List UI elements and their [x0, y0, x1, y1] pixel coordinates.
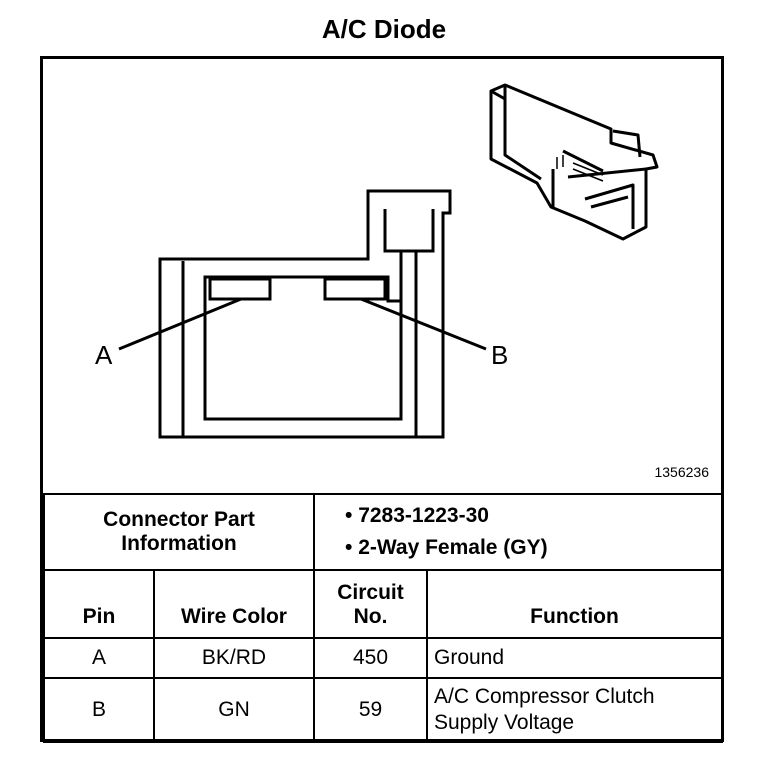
pin-label-a: A: [95, 340, 113, 370]
page-title: A/C Diode: [321, 14, 447, 44]
cell-circuit: 59: [313, 677, 428, 743]
connector-frame: A B 1356236 Connector Part: [40, 56, 724, 743]
cell-function: A/C Compressor Clutch Supply Voltage: [425, 677, 724, 743]
cell-circuit: 450: [313, 637, 428, 679]
cell-wire-color: BK/RD: [153, 637, 315, 679]
connector-info-list: • 7283-1223-30 • 2-Way Female (GY): [312, 493, 724, 571]
connector-table: Connector Part Information • 7283-1223-3…: [43, 493, 724, 743]
table-row: A BK/RD 450 Ground: [43, 637, 724, 679]
cell-pin: B: [43, 677, 155, 743]
connector-diagram: A B: [95, 83, 659, 439]
leader-b: [360, 297, 487, 351]
terminal-b: [323, 277, 387, 301]
connector-info-item: • 7283-1223-30: [345, 504, 489, 527]
figure-id: 1356236: [654, 464, 709, 480]
connector-3d-illustration: [489, 83, 659, 241]
table-row: B GN 59 A/C Compressor Clutch Supply Vol…: [43, 677, 724, 743]
pin-label-b: B: [491, 340, 508, 370]
table-header-row: Pin Wire Color Circuit No. Function: [43, 569, 724, 639]
cell-function: Ground: [425, 637, 724, 679]
terminal-a: [208, 277, 272, 301]
leader-a: [118, 297, 242, 351]
connector-info-item: • 2-Way Female (GY): [345, 536, 548, 559]
cell-pin: A: [43, 637, 155, 679]
header-circuit: Circuit No.: [313, 569, 428, 639]
connector-info-row: Connector Part Information • 7283-1223-3…: [43, 493, 724, 571]
header-pin: Pin: [43, 569, 155, 639]
connector-face-outline: [158, 189, 452, 439]
connector-latch: [383, 209, 435, 253]
connector-info-label: Connector Part Information: [43, 493, 315, 571]
header-wire-color: Wire Color: [153, 569, 315, 639]
header-function: Function: [425, 569, 724, 639]
cell-wire-color: GN: [153, 677, 315, 743]
